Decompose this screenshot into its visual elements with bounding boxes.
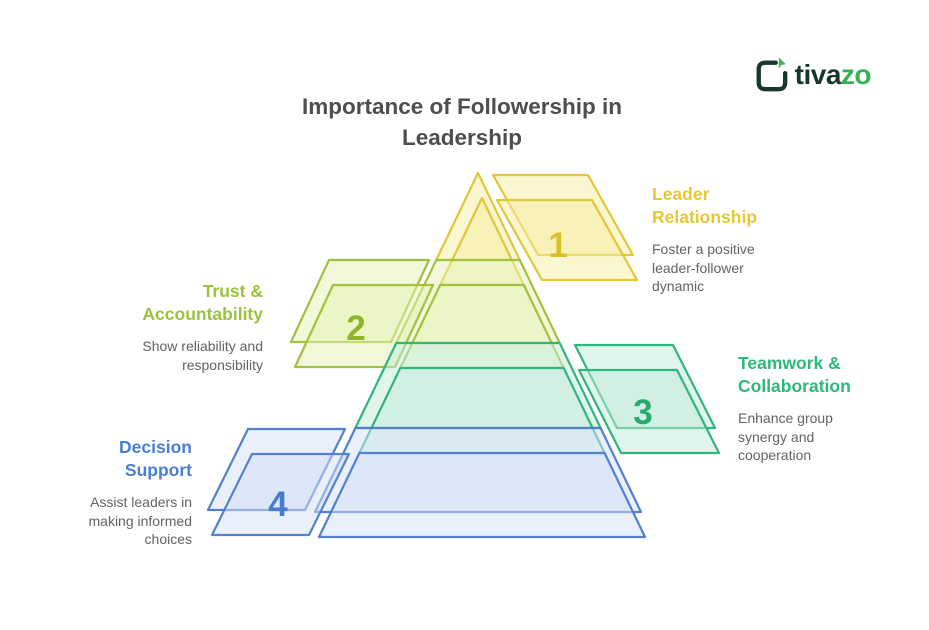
level-1-tab-front [495,198,639,282]
level-2-title: Trust & Accountability [142,281,263,325]
brand-name-secondary: zo [840,59,872,90]
level-2-number: 2 [346,309,365,348]
level-3-number: 3 [633,393,652,432]
page-title: Importance of Followership in Leadership [301,94,623,150]
brand-name: tivazo [794,59,872,90]
level-4-label-block: Decision Support Assist leaders in makin… [74,436,193,549]
checkbox-cursor-icon [756,57,787,92]
level-4-description: Assist leaders in making informed choice… [88,494,193,548]
level-3-title: Teamwork & Collaboration [738,353,851,397]
level-4-tab-front [210,452,351,537]
level-3-label-block: Teamwork & Collaboration Enhance group s… [738,352,860,465]
level-4-title: Decision Support [119,437,192,481]
brand-logo: tivazo [754,57,872,93]
level-1-description: Foster a positive leader-follower dynami… [652,241,755,295]
pyramid-level-4: 4 [206,426,647,539]
pyramid-level-2: 2 [289,258,565,370]
level-1-label-block: Leader Relationship Foster a positive le… [652,183,770,296]
level-1-number: 1 [548,226,567,265]
brand-name-primary: tiva [794,59,842,90]
level-4-number: 4 [268,485,288,524]
level-3-description: Enhance group synergy and cooperation [738,410,833,464]
level-2-description: Show reliability and responsibility [142,338,263,373]
level-2-label-block: Trust & Accountability Show reliability … [113,280,263,374]
level-4-band-front [317,451,647,539]
level-3-tab-front [577,368,721,455]
level-1-title: Leader Relationship [652,184,758,228]
